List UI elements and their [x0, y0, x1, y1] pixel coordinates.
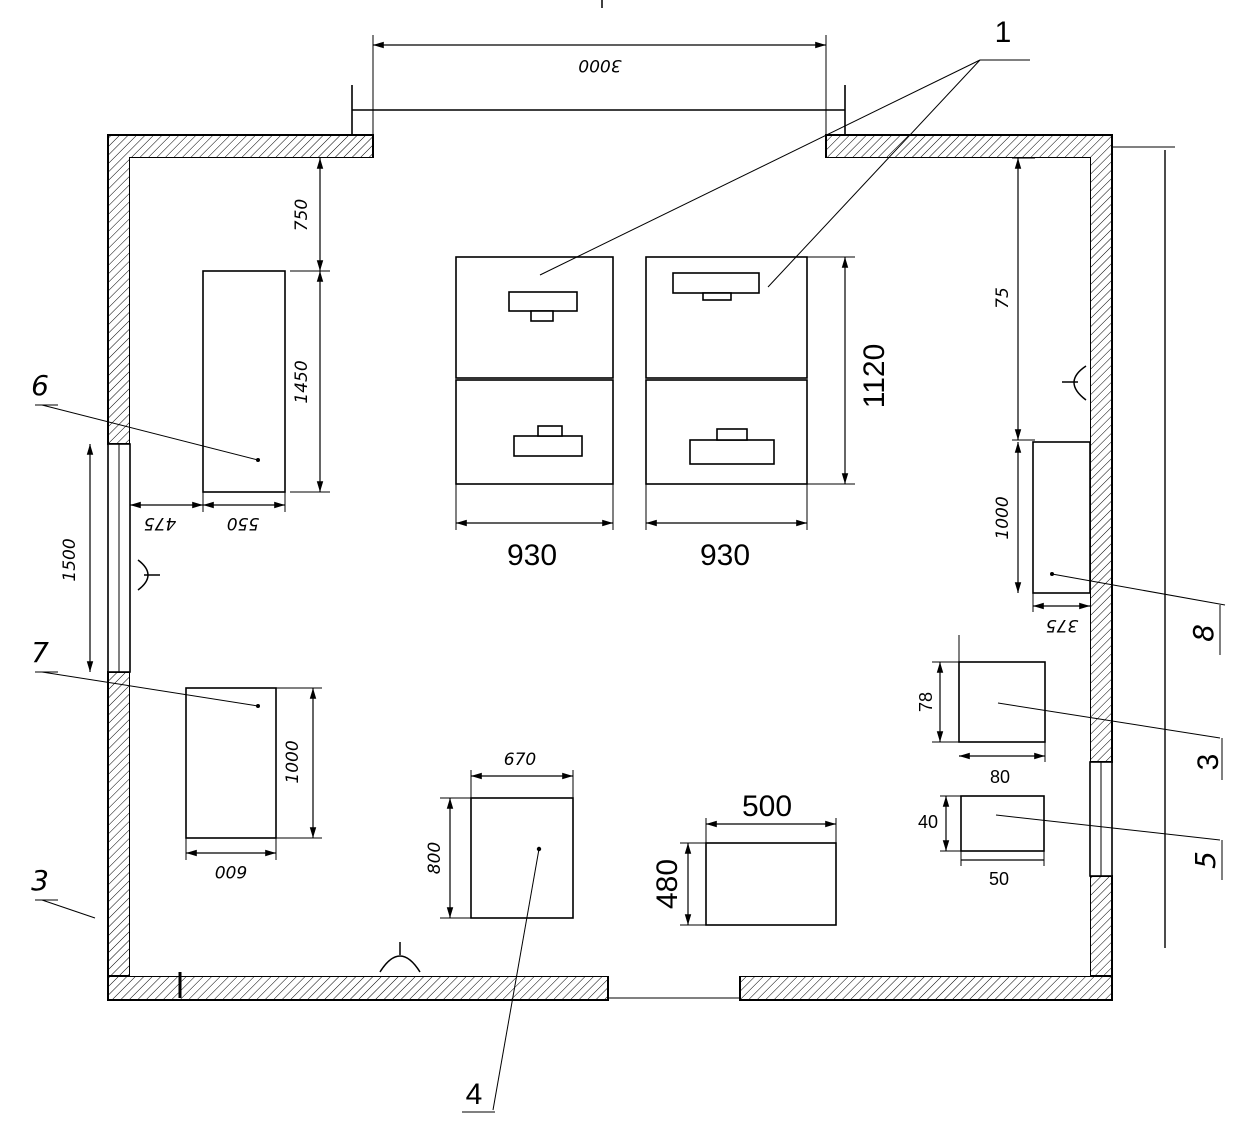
- wall-bottom-left: [107, 975, 609, 1001]
- tag-6: 6: [31, 369, 49, 402]
- dim-window-label: 1500: [60, 538, 80, 581]
- left-window: [107, 443, 131, 673]
- machine-top-right: [645, 256, 808, 379]
- table-center: 500 480: [651, 790, 837, 926]
- machine-bottom-left: [455, 379, 614, 485]
- right-window: [1089, 761, 1113, 877]
- dim-cabinet-8-length-label: 1000: [993, 496, 1013, 539]
- dim-table-4-length-label: 800: [425, 842, 445, 874]
- box-3: 78 80: [916, 635, 1046, 787]
- bottom-doorway: [607, 976, 741, 1000]
- machine-top-left: [455, 256, 614, 379]
- dim-cabinet-6-width-label: 550: [227, 513, 259, 533]
- dim-overall-right: [1112, 146, 1175, 948]
- dim-desk-7-length-label: 1000: [283, 740, 303, 783]
- dim-box-5-width-label: 50: [989, 869, 1009, 889]
- wall-left-lower: [107, 671, 131, 977]
- dim-desk-7-width-label: 600: [215, 861, 247, 881]
- dim-table-center-width-label: 500: [742, 790, 792, 823]
- tag-4: 4: [466, 1078, 483, 1111]
- dim-machine-a-label: 930: [507, 539, 557, 572]
- dim-window: 1500: [60, 444, 94, 672]
- box-5: 40 50: [918, 795, 1045, 889]
- leaders: 1 6 7 3 4 8 3 5: [31, 16, 1226, 1113]
- desk-7: 1000 600: [185, 687, 322, 881]
- table-4: 670 800: [425, 750, 574, 919]
- dim-cabinet-6-offset-label: 475: [144, 513, 176, 533]
- dim-table-4-width-label: 670: [504, 750, 536, 770]
- tag-7: 7: [31, 636, 49, 669]
- tag-3-left: 3: [31, 864, 49, 897]
- socket-right-icon: [1062, 365, 1087, 401]
- tag-5: 5: [1189, 851, 1222, 869]
- cabinet-8: 1000 375: [993, 441, 1091, 635]
- dim-table-center-length-label: 480: [651, 859, 684, 909]
- dim-cabinet-8-width-label: 375: [1046, 615, 1078, 635]
- tag-8: 8: [1187, 624, 1220, 642]
- socket-left-icon: [137, 559, 160, 591]
- wall-bottom-right: [739, 975, 1113, 1001]
- dim-left-wall-top-label: 750: [292, 199, 312, 231]
- dim-box-5-height-label: 40: [918, 812, 938, 832]
- socket-bottom-icon: [379, 942, 421, 973]
- dim-machine-depth-label: 1120: [858, 344, 891, 409]
- dim-door: 3000: [372, 0, 827, 135]
- dim-machine-b-label: 930: [700, 539, 750, 572]
- machine-bottom-right: [645, 379, 808, 485]
- machines: 930 930 1120: [455, 256, 891, 572]
- tag-3-right: 3: [1192, 754, 1225, 771]
- dim-box-3-height-label: 78: [916, 692, 936, 712]
- cabinet-6: 750 1450 475 550: [130, 158, 330, 533]
- dim-door-label: 3000: [578, 55, 621, 75]
- dim-right-top: 75: [993, 157, 1035, 441]
- dim-right-wall-top-label: 75: [993, 287, 1013, 309]
- tag-1: 1: [995, 16, 1012, 49]
- dim-cabinet-6-length-label: 1450: [292, 360, 312, 403]
- dim-box-3-width-label: 80: [990, 767, 1010, 787]
